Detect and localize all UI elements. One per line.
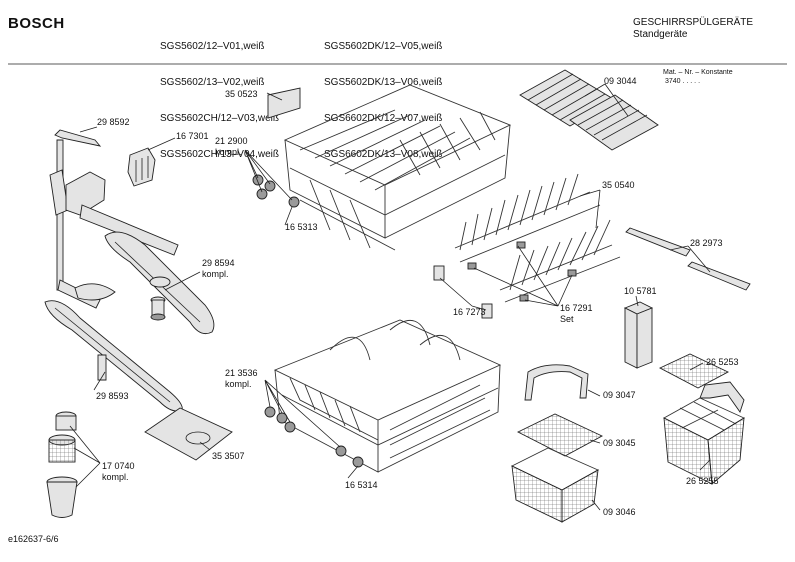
part-label-265255: 26 5255	[686, 476, 719, 486]
part-label-298592: 29 8592	[97, 117, 130, 127]
part-label-165313: 16 5313	[285, 222, 318, 232]
coupling-part	[150, 296, 166, 321]
grid-insert-part	[516, 413, 603, 457]
part-label-265253: 26 5253	[706, 357, 739, 367]
document-id: e162637-6/6	[8, 534, 59, 544]
part-label-350523: 35 0523	[225, 89, 258, 99]
model-item: SGS6602DK/12–V07,weiß	[324, 113, 443, 124]
category-title: GESCHIRRSPÜLGERÄTE	[633, 17, 754, 28]
basket-lid-part	[658, 353, 730, 389]
part-label-213536: 21 3536	[225, 368, 258, 378]
model-item: SGS5602DK/12–V05,weiß	[324, 41, 443, 52]
filter-part	[46, 411, 78, 518]
part-label-093046: 09 3046	[603, 507, 636, 517]
part-label-093047: 09 3047	[603, 390, 636, 400]
lower-basket-part	[273, 319, 502, 473]
model-item: SGS5602/12–V01,weiß	[160, 41, 265, 52]
basket-handle-part	[524, 364, 589, 401]
category-block: GESCHIRRSPÜLGERÄTE Standgeräte	[633, 17, 753, 41]
nozzle-part	[127, 147, 156, 187]
model-item: SGS5602CH/13–V04,weiß	[160, 149, 279, 160]
lower-rollers-part	[264, 406, 364, 468]
part-label-167301: 16 7301	[176, 131, 209, 141]
part-label-350540: 35 0540	[602, 180, 635, 190]
model-item: SGS5602CH/12–V03,weiß	[160, 113, 279, 124]
leader-lines	[69, 83, 711, 511]
part-label-167291-set: Set	[560, 314, 574, 324]
model-list-col1: SGS5602/12–V01,weiß SGS5602/13–V02,weiß …	[160, 17, 279, 173]
shelf-rail-part	[625, 227, 751, 291]
upper-spray-arm-part	[104, 231, 215, 335]
part-label-212900: 21 2900	[215, 136, 248, 146]
part-label-298594: 29 8594	[202, 258, 235, 268]
material-number-block: Mat. – Nr. – Konstante 3740 . . . . .	[663, 68, 733, 86]
part-label-213536-kompl: kompl.	[225, 379, 252, 389]
part-label-353507: 35 3507	[212, 451, 245, 461]
tine-rack-part	[454, 173, 621, 303]
part-label-167291: 16 7291	[560, 303, 593, 313]
cutlery-basket-part	[663, 381, 745, 485]
part-label-170740: 17 0740	[102, 461, 135, 471]
part-label-093045: 09 3045	[603, 438, 636, 448]
part-label-170740-kompl: kompl.	[102, 472, 129, 482]
part-label-093044: 09 3044	[604, 76, 637, 86]
brand-logo: BOSCH	[8, 15, 65, 32]
part-label-212900-kompl: kompl.	[215, 147, 242, 157]
part-label-298593: 29 8593	[96, 391, 129, 401]
part-label-165314: 16 5314	[345, 480, 378, 490]
part-label-105781: 10 5781	[624, 286, 657, 296]
material-value: 3740 . . . . .	[665, 78, 701, 85]
part-label-298594-kompl: kompl.	[202, 269, 229, 279]
upper-basket-part	[267, 84, 512, 251]
cup-rack-part	[519, 69, 659, 151]
part-label-167273: 16 7273	[453, 307, 486, 317]
category-subtitle: Standgeräte	[633, 29, 688, 40]
small-basket-part	[510, 447, 600, 523]
model-item: SGS5602DK/13–V06,weiß	[324, 77, 443, 88]
part-label-282973: 28 2973	[690, 238, 723, 248]
clips-part	[433, 241, 577, 319]
model-item: SGS5602/13–V02,weiß	[160, 77, 265, 88]
cutlery-holder-part	[623, 301, 654, 369]
filter-plate-part	[144, 407, 233, 461]
material-header: Mat. – Nr. – Konstante	[663, 69, 733, 76]
feed-pipe-part	[49, 129, 179, 309]
